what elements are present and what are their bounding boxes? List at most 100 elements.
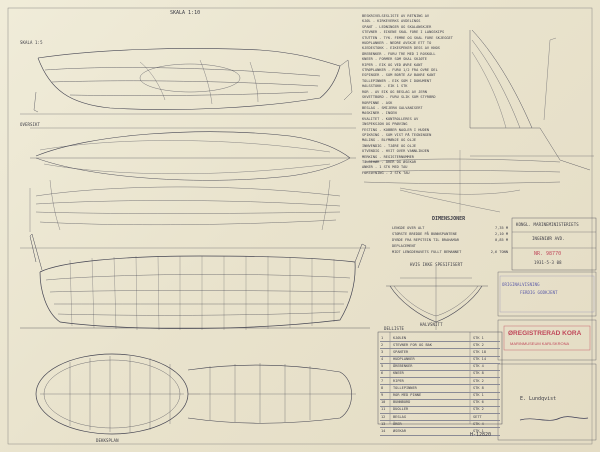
- note-line: ÅREBENKER - FURU TRE MED I ROSKOLL: [362, 51, 436, 56]
- note-line: INNVENDIG - TJÆRE OG OLJE: [362, 143, 417, 148]
- dimension-value: 2,6 TONN: [490, 250, 508, 254]
- part-qty: STK 6: [473, 400, 484, 405]
- part-number: 10: [381, 400, 386, 405]
- part-name: STEVNER FOR OG BAK: [393, 342, 432, 347]
- note-line: HALSSTOKK - EIK 1 STK: [362, 84, 408, 89]
- approval-stamp-line1: ORIGINALVISNING: [502, 282, 540, 287]
- note-line: STEVNER - EIKENE SKAL FORE I LANGSKIPS: [362, 30, 445, 35]
- dimension-label: STØRSTE BREDDE PÅ BUNNSPANTENE: [392, 232, 457, 236]
- note-line: RIPER - EIK OG VED ØVRE KANT: [362, 62, 423, 67]
- title-line2: INGENIØR AVD.: [532, 236, 565, 241]
- note-line: KNEER - FORMER SOM SKAL SKJØTE: [362, 57, 427, 62]
- part-number: 4: [381, 357, 384, 362]
- drawing-number: NR. 98770: [534, 251, 562, 257]
- note-line: STRØPLANKER - FURU 1/2 FRA OVRE DEL: [362, 68, 438, 73]
- note-line: BESKRIVELSESLISTE AV RETNING AV: [362, 14, 430, 18]
- part-number: 3: [381, 349, 384, 354]
- dimension-value: 0,85 M: [495, 238, 508, 242]
- part-number: 7: [381, 378, 384, 383]
- title-line1: KONGL. MARINEMINISTERIETS: [516, 222, 579, 227]
- part-qty: STK 4: [473, 364, 484, 369]
- signature: E. Lundqvist: [520, 396, 557, 402]
- note-line: ANKER - 1 STK MED TAU: [362, 165, 408, 170]
- approval-stamp-line2: FERDIG GODKJENT: [520, 290, 558, 295]
- dimension-label: LENGDE OVER ALT: [392, 226, 425, 230]
- part-name: SPANTER: [393, 349, 409, 354]
- note-line: ROR - AV EIK OG BESLAG AV JERN: [362, 89, 427, 94]
- part-qty: STK 2: [473, 378, 484, 383]
- part-qty: STK 2: [473, 407, 484, 412]
- note-line: SPANT - LEDNINGER OG SKALANSKJER: [362, 24, 432, 29]
- part-name: ØSEKAR: [393, 428, 406, 433]
- note-line: SPIKRING - SOM VIST PÅ TEGNINGEN: [362, 132, 432, 137]
- part-qty: STK 8: [473, 385, 484, 390]
- part-number: 14: [381, 428, 386, 433]
- section-label: HALVSNITT: [420, 322, 443, 327]
- dimension-value: 7,35 M: [495, 226, 508, 230]
- note-line: MASKINER - INGEN: [362, 111, 397, 116]
- drawing-file-number: H-12820: [470, 432, 492, 438]
- parts-heading: DELLISTE: [384, 326, 405, 331]
- note-line: INSPEKSJON OG PRØVING: [362, 122, 408, 127]
- dimension-row: MIDT LENGDEHAVETS FULLT BEMANNET 2,6 TONN: [392, 250, 508, 256]
- parts-row: 2 STEVNER FOR OG BAK STK 2: [380, 342, 500, 350]
- dimension-label: MIDT LENGDEHAVETS FULLT BEMANNET: [392, 250, 462, 254]
- note-line: UTVENDIG - HVIT OVER VANNLINJEN: [362, 149, 430, 154]
- extra-note: HVIS IKKE SPESIFISERT: [410, 262, 463, 267]
- part-number: 6: [381, 371, 384, 376]
- note-line: HUDPLANKER - NEDRE AVSKJE ETT TO: [362, 41, 432, 46]
- drawing-date: 1931-5-3 08: [534, 260, 562, 265]
- parts-row: 14 ØSEKAR STK 1: [380, 428, 500, 436]
- scale-label: SKALA 1:10: [170, 10, 201, 16]
- note-line: RORPINNE - ASK: [362, 100, 393, 105]
- dimension-label: DYBDE FRA REPSTEIN TIL BRAHAMAR: [392, 238, 460, 242]
- note-line: STUTTEN - TYK. FEMRE OG SKAL FORE SKJEGG…: [362, 35, 453, 40]
- note-line: MALING - BLYMØNJE OG OLJE: [362, 138, 417, 143]
- part-name: TOLLEPINNER: [393, 385, 417, 390]
- section-mark: OVERSIKT: [20, 122, 41, 127]
- part-qty: STK 1: [473, 393, 484, 397]
- part-number: 2: [381, 342, 384, 347]
- note-line: KVALITET - KONTROLLERES AV: [362, 116, 419, 121]
- part-qty: STK 2: [473, 342, 484, 347]
- parts-row: 7 RIPER STK 2: [380, 378, 500, 386]
- dimension-label: DEPLACEMENT: [392, 244, 416, 248]
- part-number: 8: [381, 385, 384, 390]
- note-line: ESPINGER - SOM BORTE AV BAKRE KANT: [362, 73, 436, 78]
- part-qty: STK 18: [473, 349, 486, 354]
- part-name: DUOLLER: [393, 407, 409, 412]
- note-line: MERKING - REGISTERNUMMER: [362, 154, 414, 159]
- part-name: ROR MED PINNE: [393, 393, 422, 397]
- note-line: FORTØYNING - 2 STK TAU: [362, 170, 410, 175]
- part-qty: STK 14: [473, 357, 486, 362]
- note-line: TOLLEPINNER - EIK SOM I DOKUMENT: [362, 78, 432, 83]
- note-line: KJØL - KIRKEVERKS AVDELINGS: [362, 19, 421, 24]
- note-line: TILBEHØR - ÅRER OG ØSEKAR: [362, 159, 417, 164]
- deck-plan-label: DEKKSPLAN: [96, 438, 119, 443]
- part-name: ÅREBENKER: [393, 364, 413, 369]
- note-line: KJEDESTOKK - EIKESPEKER DESS AV KNOS: [362, 46, 440, 51]
- note-line: SKVETTBORD - FURU SLIK SOM STYRBRD: [362, 95, 436, 100]
- part-number: 1: [381, 335, 384, 340]
- note-line: BESLAG - SMIJERN GALVANISERT: [362, 105, 423, 110]
- dimension-value: 2,10 M: [495, 232, 508, 236]
- part-number: 9: [381, 393, 384, 397]
- part-number: 12: [381, 414, 386, 419]
- registry-stamp-line2: MARINMUSEUM KARLSKRONA: [510, 341, 570, 346]
- dimension-row: DYBDE FRA REPSTEIN TIL BRAHAMAR 0,85 M: [392, 238, 508, 244]
- dimension-row: LENGDE OVER ALT 7,35 M: [392, 226, 508, 232]
- part-qty: STK 1: [473, 428, 484, 433]
- part-name: KJØLEN: [393, 335, 406, 340]
- part-name: RIPER: [393, 378, 404, 383]
- dimension-row: STØRSTE BREDDE PÅ BUNNSPANTENE 2,10 M: [392, 232, 508, 238]
- registry-stamp-line1: ØREGISTRERAD KORA: [508, 330, 582, 337]
